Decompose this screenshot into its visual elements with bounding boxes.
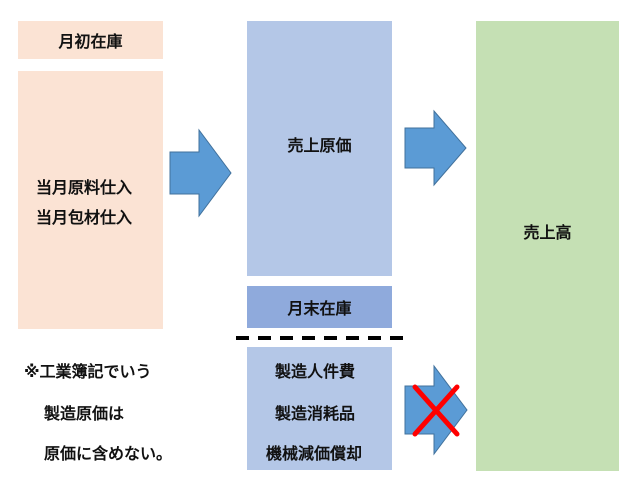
excluded-cost-item: 機械減価償却 [266, 444, 363, 463]
purchases-label-line1: 当月原料仕入 [36, 178, 133, 197]
purchases-label-line2: 当月包材仕入 [36, 208, 133, 227]
excluded-cost-item: 製造人件費 [275, 362, 356, 381]
purchases-box [18, 71, 163, 329]
right-arrow-icon [404, 109, 467, 187]
excluded-cost-item: 製造消耗品 [275, 404, 356, 423]
cost-of-sales-box: 売上原価 [247, 21, 392, 276]
opening-inventory-label: 月初在庫 [58, 32, 123, 51]
note-line1: ※工業簿記でいう [24, 362, 152, 381]
closing-inventory-label: 月末在庫 [287, 299, 352, 318]
sales-label: 売上高 [523, 223, 572, 242]
opening-inventory-box: 月初在庫 [18, 21, 163, 59]
note-line2: 製造原価は [44, 404, 125, 423]
closing-inventory-box: 月末在庫 [247, 286, 392, 328]
sales-box: 売上高 [476, 21, 619, 471]
cost-of-sales-label: 売上原価 [287, 135, 352, 155]
cross-icon [412, 384, 460, 437]
right-arrow-icon [169, 128, 232, 218]
excluded-costs-box [247, 347, 392, 470]
note-line3: 原価に含めない。 [44, 444, 173, 463]
